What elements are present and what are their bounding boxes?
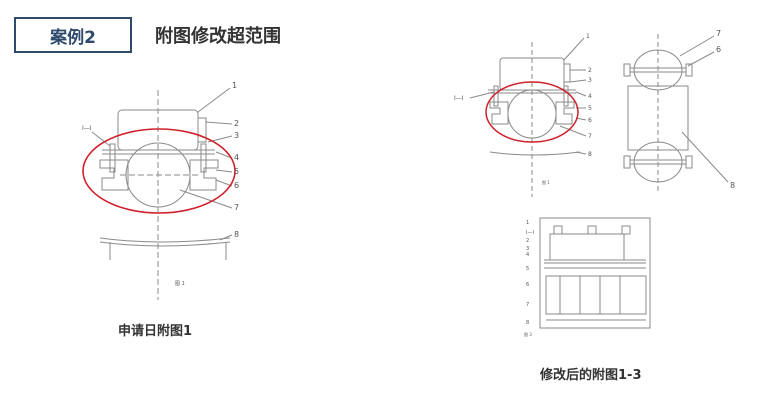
fig1-part-3: 3 — [588, 77, 592, 84]
part-label-4: 4 — [234, 153, 239, 162]
fig3-part-8: 8 — [526, 320, 529, 326]
fig2-part-6: 6 — [716, 45, 721, 54]
fig1-part-1: 1 — [586, 33, 590, 40]
slide-title: 附图修改超范围 — [155, 26, 281, 47]
highlight-ellipse-right — [485, 81, 579, 143]
fig3-part-6: 6 — [526, 282, 529, 288]
left-drawing: 1 2 3 4 5 6 7 8 I—I 图 1 — [82, 81, 239, 300]
fig3-part-2: 2 — [526, 238, 529, 244]
right-caption: 修改后的附图1-3 — [540, 368, 642, 383]
part-label-3: 3 — [234, 131, 239, 140]
part-label-1: 1 — [232, 81, 237, 90]
part-label-8: 8 — [234, 230, 239, 239]
fig3-section-label: I—I — [526, 230, 534, 236]
figure-label: 图 1 — [175, 281, 185, 287]
fig3-part-5: 5 — [526, 266, 529, 272]
fig1-part-4: 4 — [588, 93, 592, 100]
right-fig3-drawing: 1 I—I 2 3 4 5 6 7 8 图 3 — [524, 217, 651, 337]
fig1-part-5: 5 — [588, 105, 592, 112]
fig1-part-7: 7 — [588, 133, 592, 140]
left-caption: 申请日附图1 — [118, 324, 193, 339]
case-label: 案例2 — [50, 27, 96, 48]
fig1-part-2: 2 — [588, 67, 592, 74]
right-fig2-drawing: 7 6 8 — [623, 29, 735, 192]
highlight-ellipse-left — [82, 128, 236, 214]
fig1-label: 图 1 — [542, 179, 550, 185]
fig3-label: 图 3 — [524, 331, 532, 337]
section-label: I—I — [82, 125, 92, 132]
part-label-7: 7 — [234, 203, 239, 212]
case-label-box: 案例2 — [14, 17, 132, 53]
part-label-2: 2 — [234, 119, 239, 128]
part-label-6: 6 — [234, 181, 239, 190]
fig3-part-7: 7 — [526, 302, 529, 308]
fig3-part-1: 1 — [526, 220, 529, 226]
fig3-part-4: 4 — [526, 252, 529, 258]
fig1-section-label: I—I — [454, 95, 464, 102]
right-fig1-drawing: 1 2 3 4 5 6 7 8 I—I 图 1 — [454, 33, 592, 197]
fig3-part-3: 3 — [526, 246, 529, 252]
part-label-5: 5 — [234, 167, 239, 176]
fig2-part-8: 8 — [730, 181, 735, 190]
fig1-part-8: 8 — [588, 151, 592, 158]
fig2-part-7: 7 — [716, 29, 721, 38]
fig1-part-6: 6 — [588, 117, 592, 124]
